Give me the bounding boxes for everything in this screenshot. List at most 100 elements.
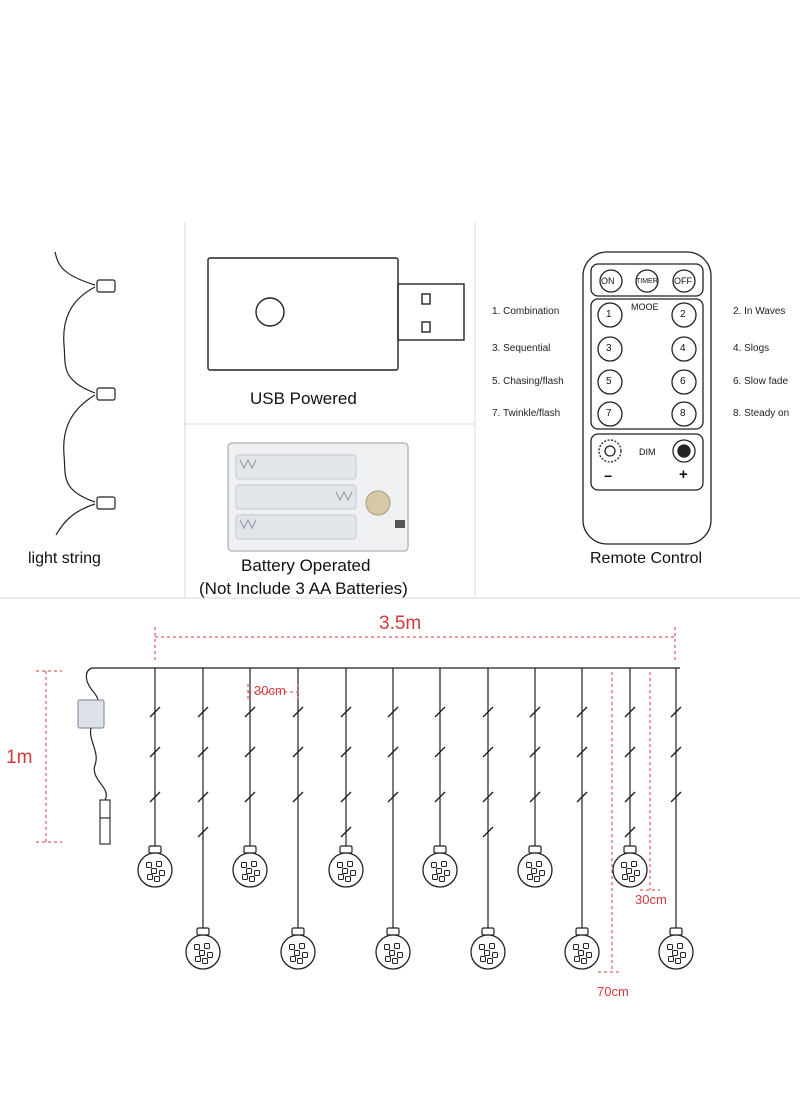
led-bulb (387, 706, 399, 718)
remote-key-4: 4 (680, 343, 686, 354)
ornament-cap (243, 845, 257, 854)
curtain-light-diagram (77, 667, 694, 970)
remote-key-1: 1 (606, 309, 612, 320)
ornament-led (581, 958, 587, 964)
ornament-cap (291, 927, 305, 936)
led-bulb (529, 791, 541, 803)
spacing-dimension-label: 30cm (254, 683, 286, 698)
ornament-led (147, 874, 153, 880)
ball-ornament (232, 852, 268, 888)
ornament-led (347, 861, 353, 867)
led-bulb (149, 746, 161, 758)
ornament-led (338, 874, 344, 880)
ornament-led (526, 862, 532, 868)
ornament-led (151, 868, 157, 874)
led-bulb (292, 746, 304, 758)
ball-ornament (375, 934, 411, 970)
remote-minus-button: − (604, 468, 613, 484)
ball-ornament (185, 934, 221, 970)
led-bulb (529, 706, 541, 718)
led-bulb (149, 706, 161, 718)
ornament-led (431, 862, 437, 868)
ornament-led (578, 950, 584, 956)
ornament-led (195, 956, 201, 962)
ornament-led (199, 950, 205, 956)
ornament-led (622, 874, 628, 880)
ornament-led (527, 874, 533, 880)
ornament-led (204, 943, 210, 949)
ornament-led (246, 868, 252, 874)
ornament-led (480, 956, 486, 962)
ornament-led (337, 862, 343, 868)
mode-3: 3. Sequential (492, 343, 551, 354)
led-bulb (482, 706, 494, 718)
ornament-led (297, 958, 303, 964)
ball-ornament (612, 852, 648, 888)
ball-ornament (422, 852, 458, 888)
led-bulb (197, 746, 209, 758)
ball-ornament (328, 852, 364, 888)
ornament-led (441, 861, 447, 867)
ornament-cap (433, 845, 447, 854)
mode-1: 1. Combination (492, 306, 560, 317)
mode-8: 8. Steady on (733, 408, 790, 419)
ornament-led (531, 868, 537, 874)
ornament-led (146, 862, 152, 868)
battery-caption-line1: Battery Operated (241, 556, 371, 575)
ornament-led (667, 944, 673, 950)
width-dimension-label: 3.5m (379, 613, 422, 634)
ornament-led (444, 870, 450, 876)
ornament-led (631, 861, 637, 867)
ornament-led (672, 950, 678, 956)
ornament-led (207, 952, 213, 958)
remote-mode-label: MOOE (631, 302, 659, 312)
ornament-led (254, 870, 260, 876)
ornament-led (534, 876, 540, 882)
ornament-led (290, 956, 296, 962)
panel-dividers (0, 222, 800, 599)
ornament-led (299, 943, 305, 949)
ornament-led (194, 944, 200, 950)
ornament-led (392, 958, 398, 964)
ball-ornament (470, 934, 506, 970)
remote-on-button: ON (601, 276, 615, 286)
ornament-led (156, 861, 162, 867)
ornament-cap (339, 845, 353, 854)
led-bulb (434, 791, 446, 803)
mode-6: 6. Slow fade (733, 376, 789, 387)
ornament-cap (669, 927, 683, 936)
ball-ornament (137, 852, 173, 888)
led-bulb (576, 746, 588, 758)
ornament-led (536, 861, 542, 867)
ornament-led (675, 958, 681, 964)
remote-key-2: 2 (680, 309, 686, 320)
remote-key-7: 7 (606, 408, 612, 419)
mode-2: 2. In Waves (733, 306, 786, 317)
led-bulb (624, 706, 636, 718)
ornament-led (629, 876, 635, 882)
led-bulb (529, 746, 541, 758)
ornament-led (289, 944, 295, 950)
ornament-led (573, 944, 579, 950)
ornament-led (241, 862, 247, 868)
ornament-cap (481, 927, 495, 936)
led-bulb (624, 826, 636, 838)
led-bulb (340, 826, 352, 838)
led-bulb (670, 791, 682, 803)
remote-control-illustration (582, 251, 712, 545)
led-bulb (340, 706, 352, 718)
ornament-led (249, 876, 255, 882)
led-bulb (576, 706, 588, 718)
ornament-led (436, 868, 442, 874)
remote-key-3: 3 (606, 343, 612, 354)
remote-key-8: 8 (680, 408, 686, 419)
ornament-led (397, 952, 403, 958)
remote-off-button: OFF (674, 276, 692, 286)
ornament-led (583, 943, 589, 949)
ornament-led (342, 868, 348, 874)
ornament-led (384, 944, 390, 950)
remote-key-6: 6 (680, 376, 686, 387)
remote-plus-button: + (679, 466, 688, 483)
ornament-cap (386, 927, 400, 936)
ornament-led (389, 950, 395, 956)
